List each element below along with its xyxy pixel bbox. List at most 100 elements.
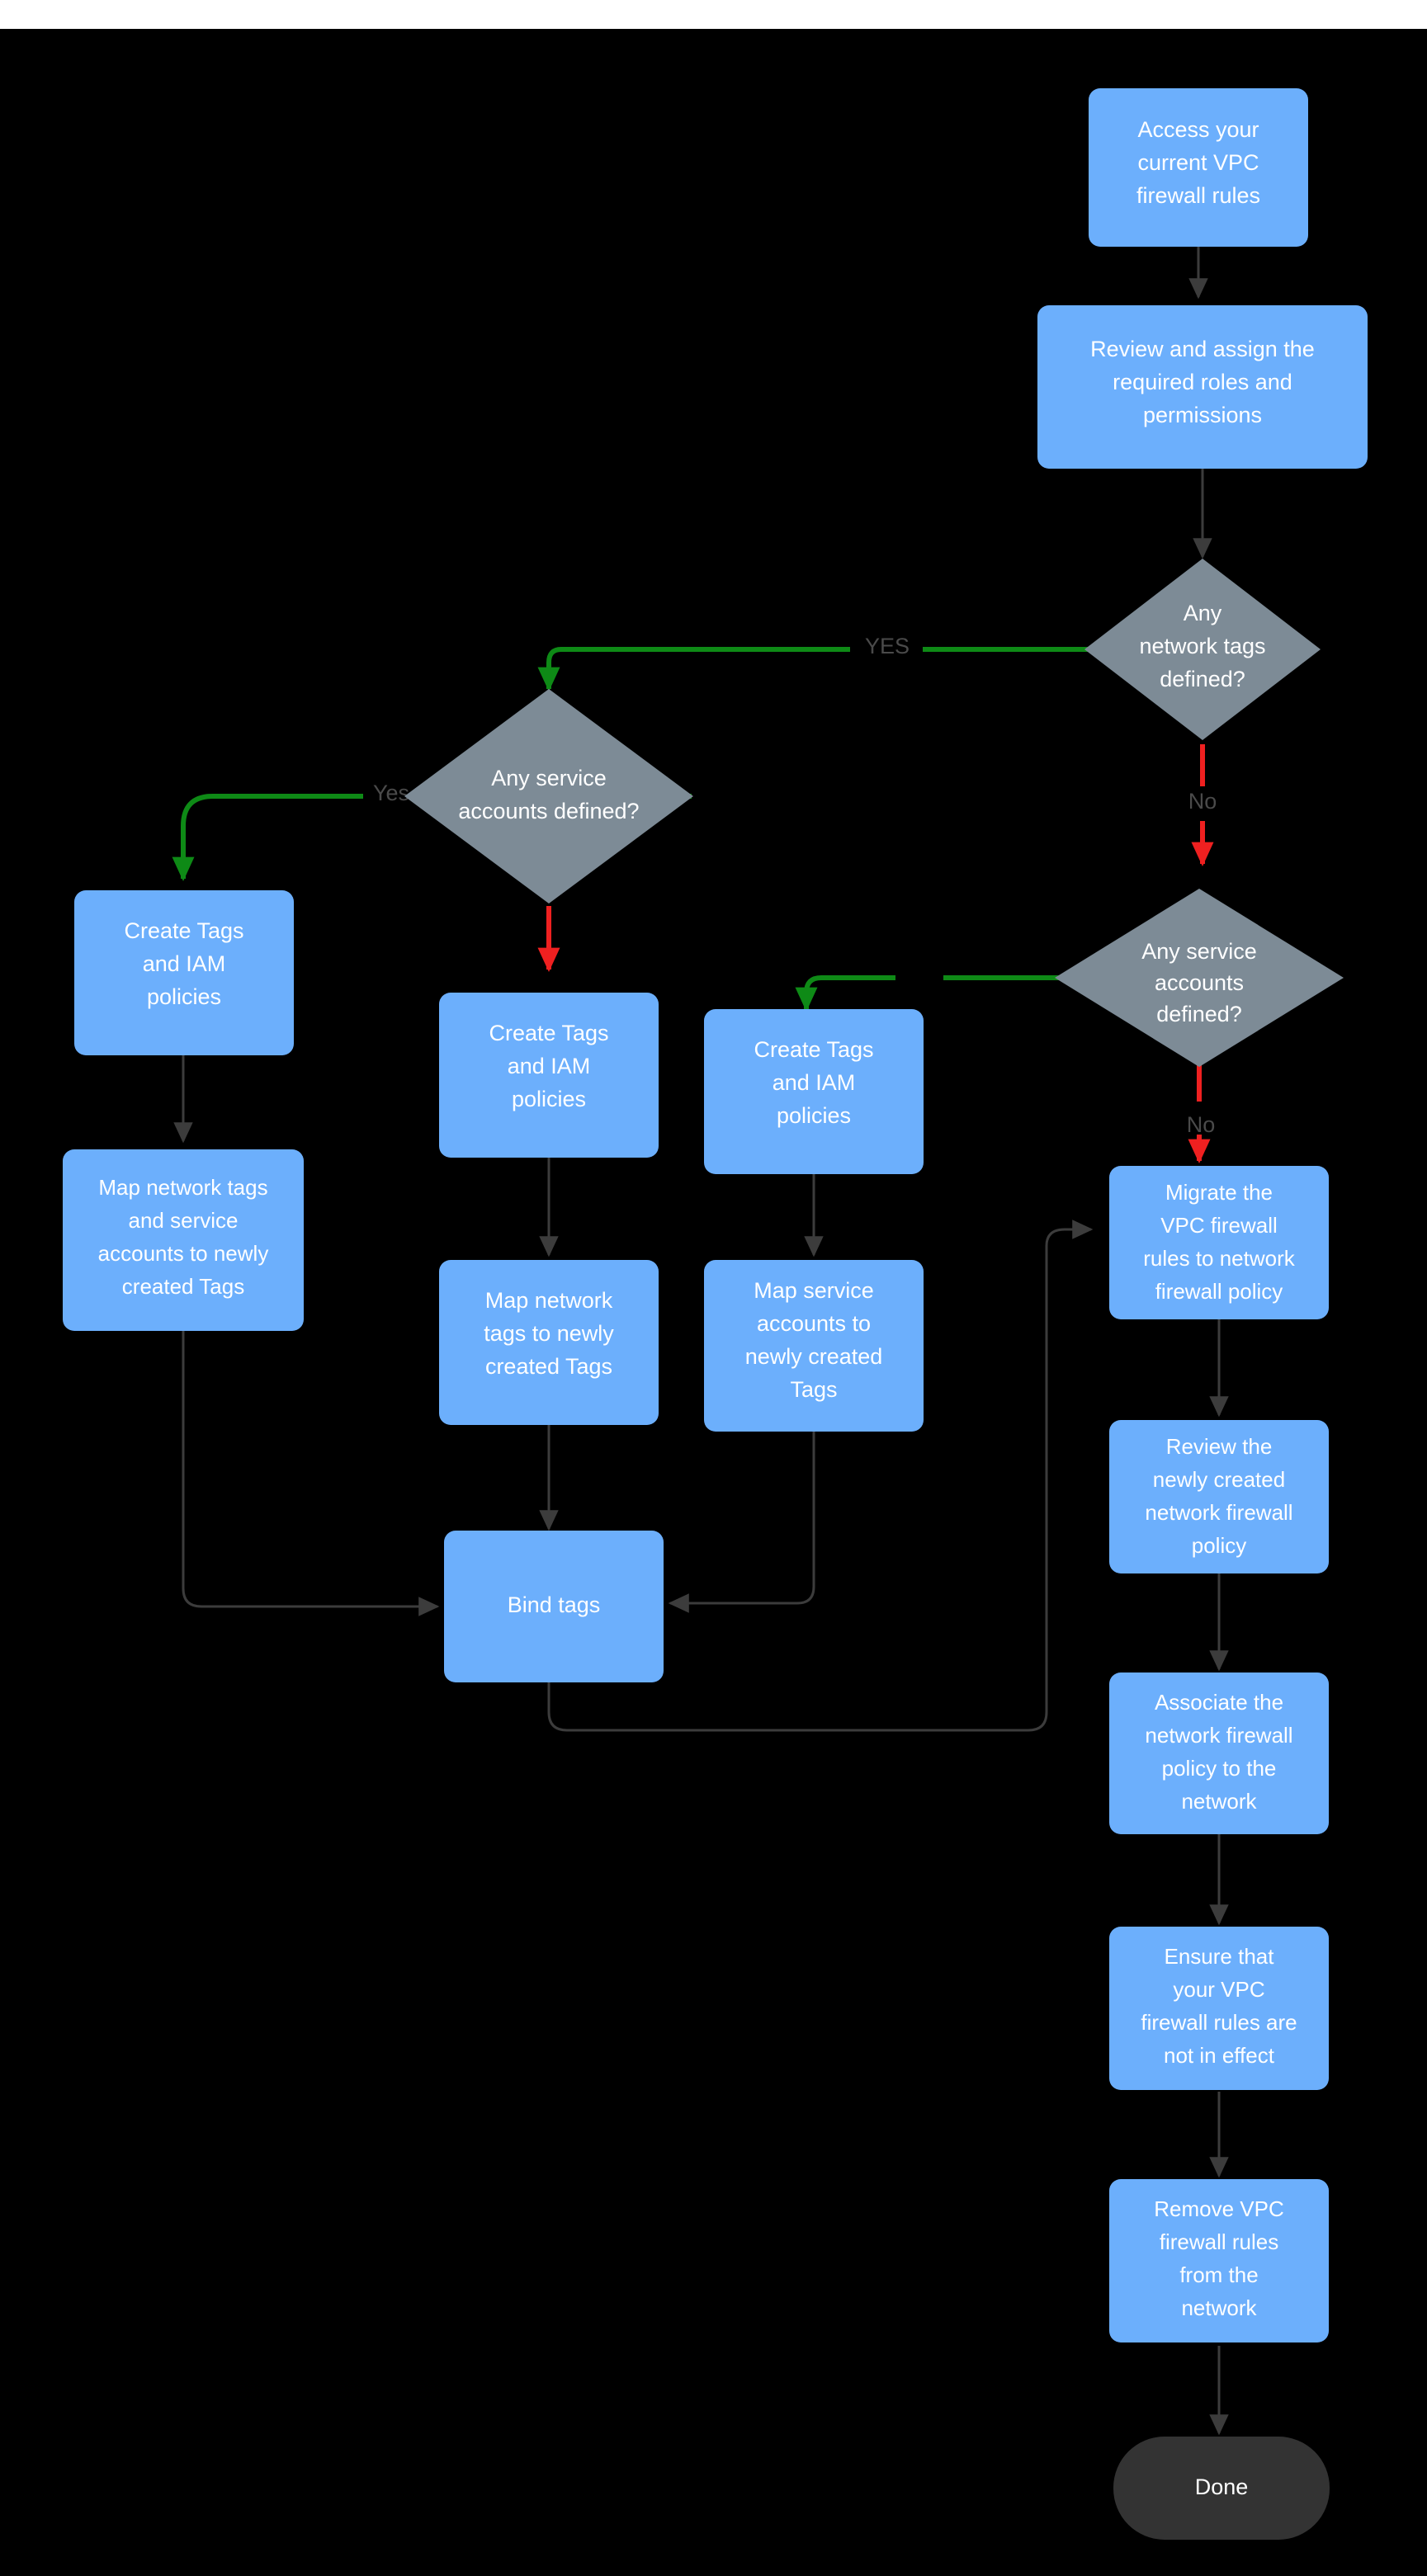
node-decision-network-tags-shape: [1084, 559, 1321, 740]
node-associate-line-3: network: [1181, 1789, 1257, 1814]
node-map-both[interactable]: Map network tags and service accounts to…: [63, 1149, 304, 1331]
node-decision-sa-right-line-0: Any service: [1141, 939, 1257, 964]
node-map-both-line-1: and service: [129, 1208, 239, 1233]
edge-map-both-to-bind-tags: [182, 1331, 440, 1616]
flowchart-canvas: YES No Yes No Access your current VPC fi…: [0, 29, 1427, 2576]
node-ensure-not-effect[interactable]: Ensure that your VPC firewall rules are …: [1109, 1927, 1329, 2090]
node-done-label: Done: [1195, 2475, 1249, 2499]
edge-label-network-tags-yes: YES: [865, 634, 910, 658]
edge-label-sa-right-no: No: [1187, 1112, 1216, 1137]
node-migrate-line-2: rules to network: [1143, 1246, 1296, 1271]
node-review-roles-line-1: required roles and: [1113, 370, 1292, 394]
node-migrate-rules[interactable]: Migrate the VPC firewall rules to networ…: [1109, 1166, 1329, 1319]
node-ensure-line-3: not in effect: [1164, 2043, 1275, 2068]
node-create-tags-left-line-0: Create Tags: [124, 918, 243, 943]
node-associate-line-2: policy to the: [1162, 1756, 1277, 1781]
node-map-both-line-3: created Tags: [122, 1274, 244, 1299]
flowchart-svg: YES No Yes No Access your current VPC fi…: [63, 88, 1368, 2540]
node-remove-rules-shape: [1109, 2179, 1329, 2342]
node-create-tags-left[interactable]: Create Tags and IAM policies: [74, 890, 294, 1055]
edge-sa-right-yes-seg2: [795, 975, 895, 1012]
node-map-both-line-0: Map network tags: [98, 1175, 267, 1200]
node-migrate-line-1: VPC firewall: [1160, 1213, 1278, 1238]
node-remove-line-3: network: [1181, 2295, 1257, 2320]
node-decision-network-tags-line-2: defined?: [1160, 667, 1245, 691]
node-map-service-accounts-shape: [704, 1260, 924, 1432]
node-review-policy-line-1: newly created: [1153, 1467, 1285, 1492]
node-review-roles-line-2: permissions: [1143, 403, 1262, 427]
node-remove-rules[interactable]: Remove VPC firewall rules from the netwo…: [1109, 2179, 1329, 2342]
node-access-vpc-shape: [1089, 88, 1308, 247]
node-decision-sa-right-line-1: accounts: [1155, 970, 1244, 995]
node-access-vpc-line-1: current VPC: [1137, 150, 1259, 175]
node-map-network-line-1: tags to newly: [484, 1321, 614, 1346]
node-create-tags-left-line-2: policies: [147, 984, 221, 1009]
node-review-policy-line-3: policy: [1192, 1533, 1246, 1558]
node-map-network-line-0: Map network: [485, 1288, 613, 1313]
node-migrate-rules-shape: [1109, 1166, 1329, 1319]
node-associate-line-0: Associate the: [1155, 1690, 1283, 1715]
node-associate-policy-shape: [1109, 1673, 1329, 1834]
node-map-network-tags[interactable]: Map network tags to newly created Tags: [439, 1260, 659, 1425]
node-review-roles[interactable]: Review and assign the required roles and…: [1037, 305, 1368, 469]
node-review-policy-shape: [1109, 1420, 1329, 1573]
edge-label-sa-left-yes: Yes: [373, 781, 409, 805]
node-create-tags-left-line-1: and IAM: [143, 951, 226, 976]
node-create-tags-mid[interactable]: Create Tags and IAM policies: [439, 993, 659, 1158]
node-bind-tags[interactable]: Bind tags: [444, 1531, 664, 1682]
node-ensure-line-1: your VPC: [1173, 1977, 1264, 2002]
node-associate-line-1: network firewall: [1145, 1723, 1292, 1748]
node-map-service-line-1: accounts to: [757, 1311, 871, 1336]
node-associate-policy[interactable]: Associate the network firewall policy to…: [1109, 1673, 1329, 1834]
node-create-tags-mid-line-2: policies: [512, 1087, 586, 1111]
node-review-policy[interactable]: Review the newly created network firewal…: [1109, 1420, 1329, 1573]
node-map-both-shape: [63, 1149, 304, 1331]
node-done[interactable]: Done: [1113, 2437, 1330, 2540]
node-decision-service-accounts-left[interactable]: Any service accounts defined?: [404, 689, 693, 903]
node-map-network-line-2: created Tags: [485, 1354, 612, 1379]
node-access-vpc-line-0: Access your: [1137, 117, 1259, 142]
node-create-tags-left-shape: [74, 890, 294, 1055]
node-decision-sa-left-line-1: accounts defined?: [458, 799, 639, 823]
node-ensure-line-2: firewall rules are: [1141, 2010, 1297, 2035]
node-create-tags-right-line-1: and IAM: [773, 1070, 856, 1095]
node-access-vpc-line-2: firewall rules: [1136, 183, 1260, 208]
node-decision-service-accounts-left-shape: [404, 689, 693, 903]
node-bind-tags-label: Bind tags: [508, 1592, 601, 1617]
node-create-tags-right[interactable]: Create Tags and IAM policies: [704, 1009, 924, 1174]
node-decision-network-tags[interactable]: Any network tags defined?: [1084, 559, 1321, 740]
node-create-tags-mid-line-0: Create Tags: [489, 1021, 608, 1045]
node-remove-line-0: Remove VPC: [1154, 2196, 1284, 2221]
node-map-service-line-0: Map service: [754, 1278, 874, 1303]
node-create-tags-right-line-0: Create Tags: [754, 1037, 873, 1062]
node-remove-line-1: firewall rules: [1160, 2229, 1279, 2254]
edge-label-network-tags-no: No: [1188, 789, 1217, 814]
node-create-tags-right-shape: [704, 1009, 924, 1174]
edge-bind-tags-to-migrate: [547, 1220, 1094, 1732]
node-review-policy-line-2: network firewall: [1145, 1500, 1292, 1525]
node-remove-line-2: from the: [1179, 2262, 1258, 2287]
node-map-both-line-2: accounts to newly: [98, 1241, 269, 1266]
node-map-service-accounts[interactable]: Map service accounts to newly created Ta…: [704, 1260, 924, 1432]
edge-sa-left-yes-seg2: [172, 794, 363, 881]
node-review-roles-line-0: Review and assign the: [1090, 337, 1315, 361]
node-create-tags-mid-shape: [439, 993, 659, 1158]
node-migrate-line-3: firewall policy: [1155, 1279, 1283, 1304]
node-done-shape: [1113, 2437, 1330, 2540]
node-migrate-line-0: Migrate the: [1165, 1180, 1273, 1205]
node-decision-service-accounts-right-shape: [1055, 889, 1344, 1067]
node-decision-sa-left-line-0: Any service: [491, 766, 607, 790]
edge-map-service-to-bind-tags: [668, 1432, 815, 1613]
node-decision-network-tags-line-0: Any: [1184, 601, 1222, 625]
node-review-roles-shape: [1037, 305, 1368, 469]
node-access-vpc[interactable]: Access your current VPC firewall rules: [1089, 88, 1308, 247]
node-ensure-line-0: Ensure that: [1165, 1944, 1275, 1969]
node-decision-service-accounts-right[interactable]: Any service accounts defined?: [1055, 889, 1344, 1067]
node-map-network-tags-shape: [439, 1260, 659, 1425]
node-create-tags-mid-line-1: and IAM: [508, 1054, 591, 1078]
node-ensure-not-effect-shape: [1109, 1927, 1329, 2090]
node-bind-tags-shape: [444, 1531, 664, 1682]
node-decision-sa-right-line-2: defined?: [1156, 1002, 1242, 1026]
node-map-service-line-3: Tags: [790, 1377, 837, 1402]
